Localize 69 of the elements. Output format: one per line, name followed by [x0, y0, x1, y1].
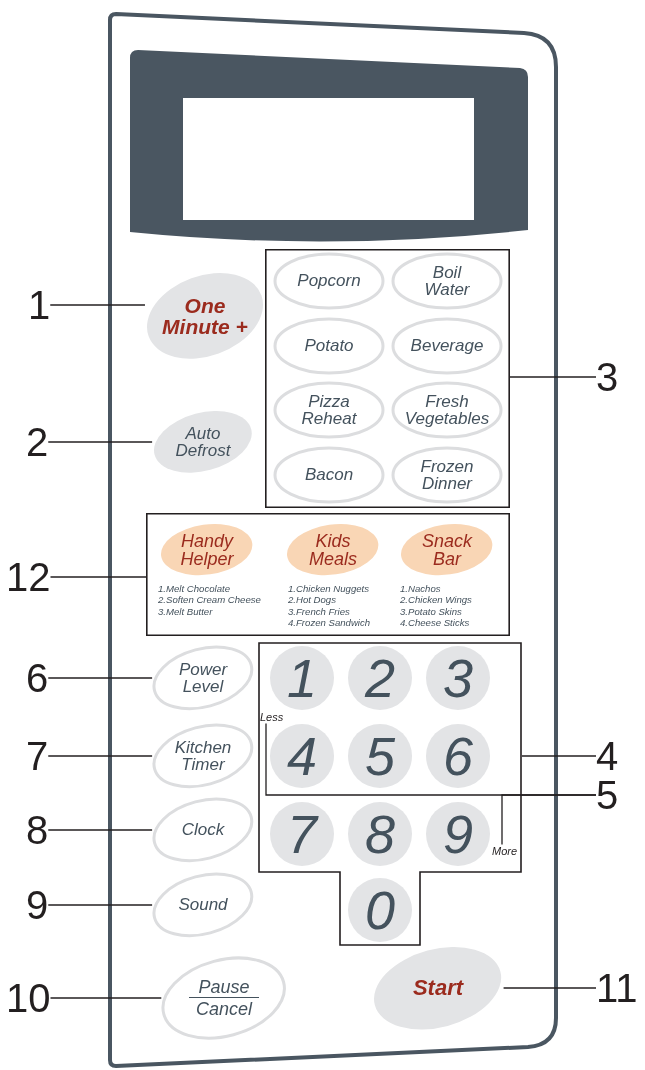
number-key: 2: [348, 646, 412, 710]
oval-button: Snack Bar: [399, 522, 495, 578]
leader-line: [49, 304, 146, 306]
number-key: 4: [270, 724, 334, 788]
leader-line: [47, 904, 153, 906]
oval-button: One Minute +: [144, 271, 265, 361]
callout-number: 3: [596, 359, 619, 395]
menu-item-text: 1.Nachos: [400, 583, 441, 595]
oval-button: Auto Defrost: [152, 409, 254, 475]
callout-number: 5: [596, 777, 619, 813]
oval-button: Fresh Vegetables: [391, 381, 503, 439]
leader-line: [49, 576, 147, 578]
callout-number: 6: [26, 660, 49, 696]
button-group-frame: [146, 513, 510, 636]
number-key: 3: [426, 646, 490, 710]
oval-button: Kids Meals: [285, 522, 381, 578]
oval-button: Clock: [152, 797, 254, 863]
number-key: 6: [426, 724, 490, 788]
oval-button: Sound: [152, 872, 254, 938]
oval-button: Handy Helper: [159, 522, 255, 578]
button-group-frame: [265, 249, 510, 508]
menu-item-text: 1.Melt Chocolate: [158, 583, 230, 595]
number-key: 8: [348, 802, 412, 866]
callout-number: 8: [26, 812, 49, 848]
leader-line: [47, 677, 153, 679]
keypad-frame: [258, 642, 522, 946]
number-key: 1: [270, 646, 334, 710]
number-key: 7: [270, 802, 334, 866]
oval-button: Power Level: [152, 645, 254, 711]
callout-number: 2: [26, 424, 49, 460]
menu-item-text: 3.Melt Butter: [158, 606, 213, 618]
menu-item-text: 2.Soften Cream Cheese: [158, 594, 261, 606]
callout-number: 10: [6, 980, 51, 1016]
key-caption: Less: [260, 710, 284, 724]
key-caption: More: [492, 844, 518, 858]
leader-line: [502, 987, 597, 989]
menu-item-text: 1.Chicken Nuggets: [288, 583, 370, 595]
number-key: 0: [348, 878, 412, 942]
callout-number: 9: [26, 887, 49, 923]
menu-item-text: 4.Cheese Sticks: [400, 617, 470, 629]
number-key: 5: [348, 724, 412, 788]
oval-button: Popcorn: [273, 252, 385, 310]
oval-button: Frozen Dinner: [391, 446, 503, 504]
oval-button: Pause Cancel: [161, 955, 287, 1041]
callout-number: 1: [28, 287, 51, 323]
callout-number: 11: [596, 970, 638, 1006]
leader-line: [501, 794, 597, 846]
menu-item-text: 3.Potato Skins: [400, 606, 462, 618]
callout-number: 12: [6, 559, 51, 595]
oval-button: Potato: [273, 317, 385, 375]
leader-line: [47, 441, 153, 443]
oval-button: Pizza Reheat: [273, 381, 385, 439]
menu-item-text: 4.Frozen Sandwich: [288, 617, 371, 629]
menu-item-text: 2.Hot Dogs: [288, 594, 336, 606]
number-key: 9: [426, 802, 490, 866]
menu-item-text: 2.Chicken Wings: [400, 594, 472, 606]
leader-line: [47, 755, 153, 757]
leader-line: [47, 829, 153, 831]
oval-button: Beverage: [391, 317, 503, 375]
leader-line: [509, 376, 597, 378]
callout-number: 4: [596, 738, 619, 774]
oval-button: Bacon: [273, 446, 385, 504]
leader-line: [521, 755, 597, 757]
menu-item-text: 3.French Fries: [288, 606, 350, 618]
callout-number: 7: [26, 738, 49, 774]
oval-button: Boil Water: [391, 252, 503, 310]
oval-button: Start: [372, 944, 504, 1032]
oval-button: Kitchen Timer: [152, 723, 254, 789]
leader-line: [49, 997, 162, 999]
